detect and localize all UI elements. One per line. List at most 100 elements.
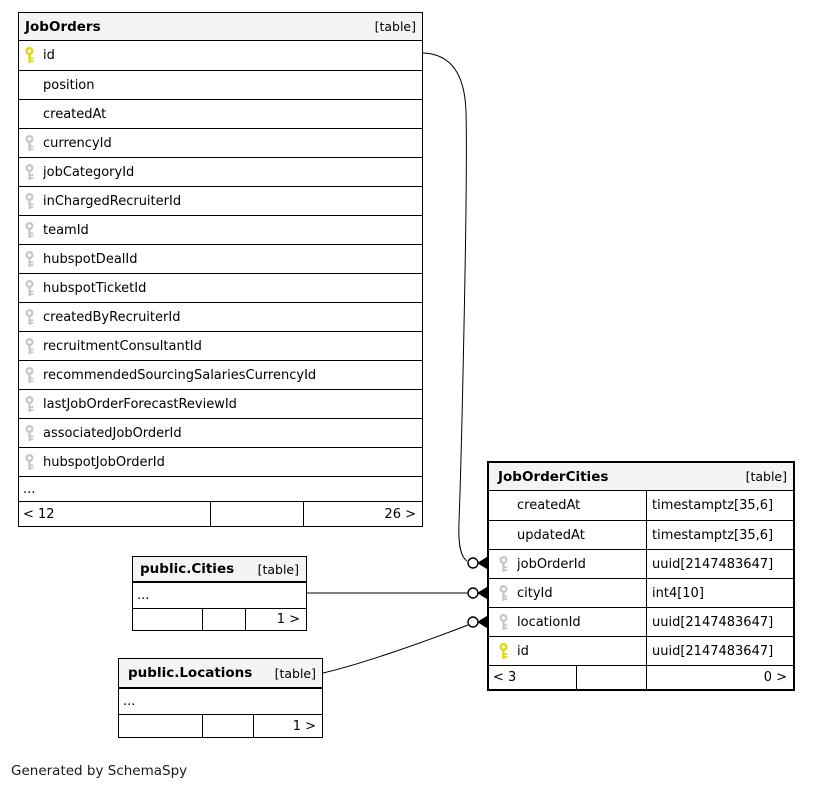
relationship-locations-jobordercities (322, 615, 488, 674)
column-name-cell: cityId (489, 579, 647, 607)
foreign-key-icon (24, 395, 35, 413)
table-node-public-cities: public.Cities [table] ... 1 > (132, 556, 307, 631)
column-name: recommendedSourcingSalariesCurrencyId (43, 367, 317, 383)
column-row-id: id (19, 41, 422, 70)
column-name: recruitmentConsultantId (43, 338, 202, 354)
table-footer-public-cities: 1 > (133, 608, 306, 630)
table-footer-joborders: < 12 26 > (19, 501, 422, 526)
foreign-key-icon (24, 308, 35, 326)
footer-children-count: 0 > (763, 670, 787, 685)
relationship-cities-jobordercities (307, 586, 488, 600)
footer-children-count: 1 > (276, 612, 300, 627)
column-row-jobCategoryId: jobCategoryId (19, 157, 422, 186)
column-row-teamId: teamId (19, 215, 422, 244)
zero-or-one-circle (467, 616, 479, 628)
generated-by-label: Generated by SchemaSpy (11, 763, 188, 779)
foreign-key-icon (498, 584, 509, 602)
column-row-currencyId: currencyId (19, 128, 422, 157)
column-row-createdAt: createdAt timestamptz[35,6] (489, 491, 793, 520)
column-name-cell: associatedJobOrderId (19, 419, 422, 447)
footer-children-count: 26 > (384, 506, 416, 522)
column-name: teamId (43, 222, 89, 238)
table-title: JobOrderCities (498, 468, 609, 485)
footer-parents-count (133, 609, 203, 630)
table-footer-public-locations: 1 > (119, 714, 322, 737)
primary-key-icon (24, 46, 35, 64)
footer-center-cell (203, 609, 246, 630)
ellipsis-row: ... (133, 582, 306, 608)
column-row-hubspotJobOrderId: hubspotJobOrderId (19, 447, 422, 476)
table-type-tag: [table] (257, 561, 299, 577)
table-node-joborders: JobOrders [table] id position createdAt cur… (18, 12, 423, 527)
footer-center-cell (577, 666, 647, 689)
column-type: uuid[2147483647] (652, 614, 774, 630)
column-type: timestamptz[35,6] (652, 527, 774, 543)
table-header-public-locations[interactable]: public.Locations [table] (119, 659, 322, 688)
column-list-joborders: id position createdAt currencyId jobCategory… (19, 41, 422, 476)
arrowhead-icon (477, 556, 488, 570)
column-name: hubspotTicketId (43, 280, 147, 296)
column-row-hubspotDealId: hubspotDealId (19, 244, 422, 273)
footer-parents-count (119, 715, 203, 737)
column-name-cell: updatedAt (489, 521, 647, 549)
column-name-cell: recommendedSourcingSalariesCurrencyId (19, 361, 422, 389)
column-name: hubspotDealId (43, 251, 138, 267)
foreign-key-icon (24, 192, 35, 210)
foreign-key-icon (24, 163, 35, 181)
footer-children-count: 1 > (292, 718, 316, 734)
column-name: updatedAt (517, 527, 585, 543)
column-name-cell: createdAt (19, 100, 422, 128)
ellipsis-row: ... (19, 476, 422, 501)
zero-or-one-circle (467, 587, 479, 599)
footer-parents-count: < 12 (19, 502, 211, 526)
column-name: associatedJobOrderId (43, 425, 182, 441)
column-list-jobordercities: createdAt timestamptz[35,6] updatedAt times… (489, 491, 793, 665)
column-name: locationId (517, 614, 581, 630)
column-name-cell: hubspotJobOrderId (19, 448, 422, 476)
column-name-cell: currencyId (19, 129, 422, 157)
key-spacer (24, 77, 35, 94)
table-header-public-cities[interactable]: public.Cities [table] (133, 557, 306, 582)
column-name: currencyId (43, 135, 112, 151)
table-type-tag: [table] (745, 469, 787, 484)
column-type: timestamptz[35,6] (652, 498, 774, 513)
column-name-cell: jobCategoryId (19, 158, 422, 186)
column-row-recruitmentConsultantId: recruitmentConsultantId (19, 331, 422, 360)
footer-center-cell (203, 715, 254, 737)
table-footer-jobordercities: < 3 0 > (489, 665, 793, 689)
column-name: inChargedRecruiterId (43, 193, 182, 209)
column-row-hubspotTicketId: hubspotTicketId (19, 273, 422, 302)
key-spacer (24, 106, 35, 123)
column-name-cell: inChargedRecruiterId (19, 187, 422, 215)
column-name: jobCategoryId (43, 164, 135, 180)
column-name: createdAt (517, 498, 581, 513)
column-name: id (43, 48, 55, 63)
table-type-tag: [table] (274, 665, 316, 681)
table-type-tag: [table] (374, 19, 416, 34)
table-header-joborders[interactable]: JobOrders [table] (19, 13, 422, 41)
foreign-key-icon (24, 279, 35, 297)
column-name: position (43, 77, 95, 93)
column-row-inChargedRecruiterId: inChargedRecruiterId (19, 186, 422, 215)
foreign-key-icon (498, 613, 509, 631)
relationship-joborders-jobordercities (422, 52, 488, 570)
column-row-updatedAt: updatedAt timestamptz[35,6] (489, 520, 793, 549)
foreign-key-icon (24, 221, 35, 239)
key-spacer (498, 497, 509, 514)
foreign-key-icon (24, 337, 35, 355)
column-name-cell: recruitmentConsultantId (19, 332, 422, 360)
column-row-locationId: locationId uuid[2147483647] (489, 607, 793, 636)
column-type: int4[10] (652, 585, 704, 601)
table-header-jobordercities[interactable]: JobOrderCities [table] (489, 463, 793, 491)
table-node-public-locations: public.Locations [table] ... 1 > (118, 658, 323, 738)
foreign-key-icon (498, 555, 509, 573)
ellipsis-row: ... (119, 688, 322, 714)
column-name-cell: jobOrderId (489, 550, 647, 578)
column-row-createdAt: createdAt (19, 99, 422, 128)
column-name-cell: locationId (489, 608, 647, 636)
column-name: jobOrderId (517, 556, 586, 572)
column-name-cell: createdAt (489, 491, 647, 520)
column-name: hubspotJobOrderId (43, 454, 165, 470)
